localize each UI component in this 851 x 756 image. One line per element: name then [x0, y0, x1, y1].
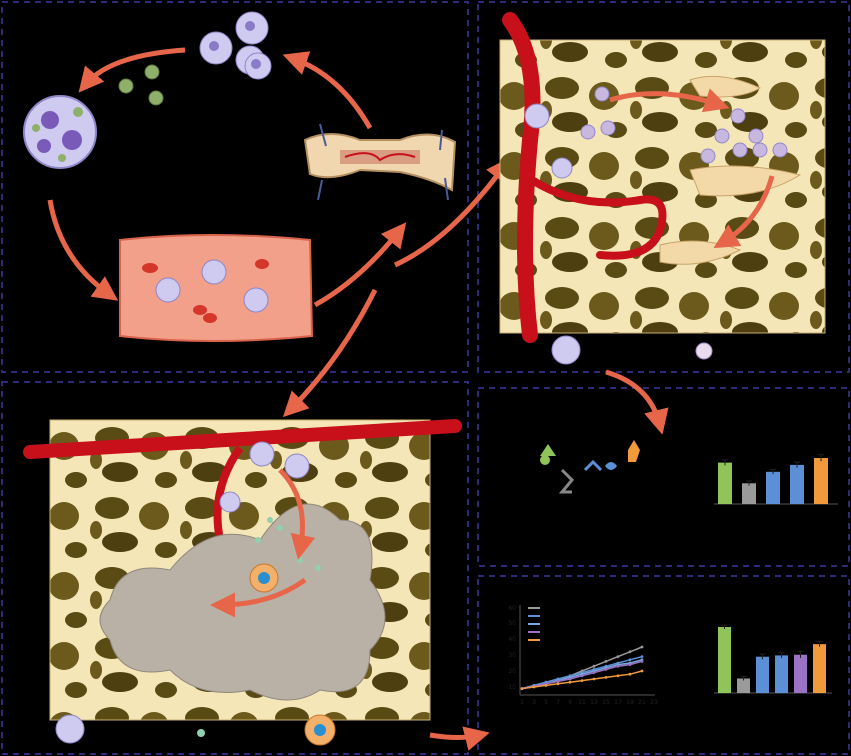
- x-tick-21: 21: [638, 699, 646, 706]
- vessel-c: [23, 419, 462, 459]
- virus-particles: [118, 64, 164, 106]
- line-point-5-9: [616, 674, 620, 678]
- legend-neutrophil-c: [55, 714, 85, 744]
- bar-e-bar-2: [737, 678, 750, 693]
- line-point-5-6: [580, 679, 584, 682]
- line-point-5-3: [544, 684, 548, 687]
- y-tick-30: 30: [508, 652, 516, 659]
- line-point-4-4: [556, 680, 560, 683]
- x-tick-17: 17: [614, 699, 622, 706]
- y-tick-60: 60: [508, 605, 516, 612]
- bar-d-bar-2: [742, 483, 756, 504]
- line-point-4-5: [568, 677, 572, 681]
- line-point-5-2: [532, 685, 536, 689]
- line-point-4-6: [580, 674, 584, 678]
- line-point-1-10: [628, 650, 632, 654]
- y-tick-10: 10: [508, 684, 516, 691]
- legend-neutrophil-icon: [551, 335, 581, 365]
- line-point-5-7: [592, 677, 596, 681]
- line-point-5-1: [520, 687, 524, 690]
- neutrophils-c: [219, 441, 310, 513]
- cell-type-icons: [540, 440, 640, 494]
- x-tick-3: 3: [532, 699, 536, 706]
- x-tick-11: 11: [578, 699, 586, 706]
- bar-d-bar-3: [766, 471, 780, 504]
- panel-e: [477, 575, 850, 755]
- legend-mature-cell-icon: [695, 342, 713, 360]
- x-tick-13: 13: [590, 699, 598, 706]
- line-point-5-11: [640, 669, 644, 673]
- neutrophils-in-marrow: [524, 103, 573, 179]
- bar-d-bar-4: [790, 464, 804, 504]
- line-legend: [528, 607, 540, 641]
- x-tick-19: 19: [626, 699, 634, 706]
- line-point-5-10: [628, 672, 632, 676]
- y-tick-40: 40: [508, 636, 516, 643]
- bar-chart-d: [714, 454, 838, 505]
- line-point-4-9: [616, 664, 620, 668]
- bar-e-bar-6: [813, 644, 826, 693]
- bar-d-bar-1: [718, 462, 732, 504]
- bar-e-bar-1: [718, 627, 731, 693]
- y-tick-50: 50: [508, 620, 516, 627]
- x-tick-9: 9: [568, 699, 572, 706]
- legend-particle-c: [197, 729, 205, 737]
- x-tick-15: 15: [602, 699, 610, 706]
- mature-cells: [580, 86, 788, 164]
- line-point-5-4: [556, 682, 560, 686]
- line-point-5-5: [568, 680, 572, 684]
- line-point-1-8: [604, 660, 608, 663]
- net-fragments: [255, 517, 321, 571]
- vessel-b: [502, 12, 667, 343]
- infected-neutrophil: [23, 95, 97, 169]
- cycle-arrows: [47, 47, 511, 418]
- bar-d-bar-5: [814, 458, 828, 504]
- line-point-5-8: [604, 676, 608, 679]
- line-chart: 60 50 40 30 20 10 1 3 5 7 9 11 13 15 17 …: [508, 605, 658, 706]
- line-point-1-9: [616, 655, 620, 658]
- x-tick-7: 7: [556, 699, 560, 706]
- line-point-4-10: [628, 663, 632, 666]
- long-bone: [303, 123, 457, 201]
- neutrophil-cluster: [199, 11, 272, 80]
- line-point-2-10: [628, 658, 632, 662]
- bar-chart-e: [714, 624, 832, 694]
- blood-vessel-segment: [119, 234, 314, 342]
- line-point-2-11: [640, 655, 644, 658]
- line-point-4-11: [640, 660, 644, 663]
- line-series-group: [520, 645, 644, 690]
- bar-e-bar-4: [775, 655, 788, 693]
- line-point-1-7: [592, 664, 596, 668]
- flow-arrows-c: [210, 468, 490, 751]
- x-tick-1: 1: [520, 699, 524, 706]
- line-point-1-11: [640, 645, 644, 649]
- line-point-4-8: [604, 668, 608, 671]
- line-point-4-7: [592, 671, 596, 674]
- x-tick-5: 5: [544, 699, 548, 706]
- bar-e-bar-5: [794, 654, 807, 693]
- flow-arrows-b: [605, 88, 775, 435]
- x-tick-23: 23: [650, 699, 658, 706]
- bar-e-bar-3: [756, 656, 769, 693]
- y-tick-20: 20: [508, 668, 516, 675]
